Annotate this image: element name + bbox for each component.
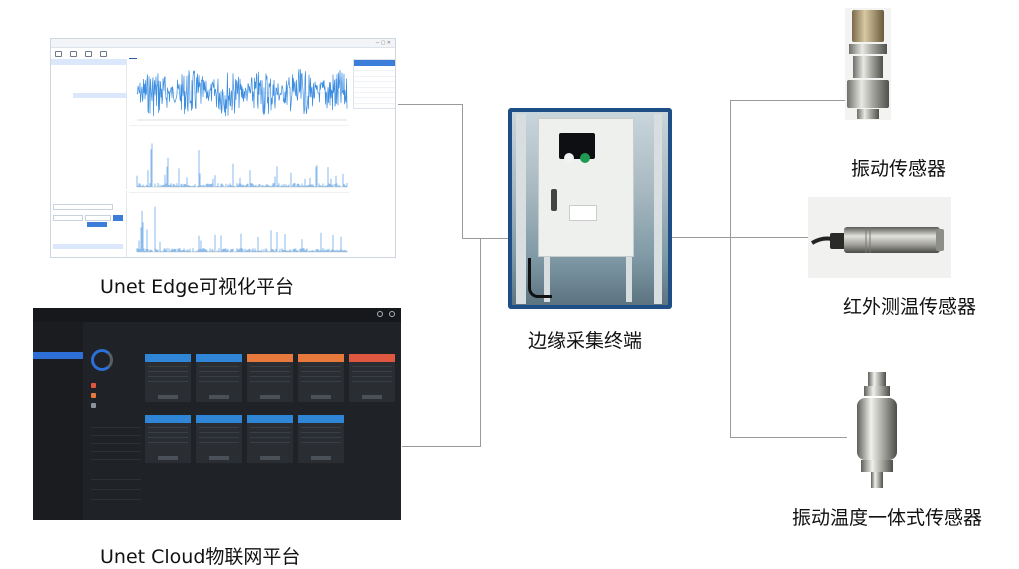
feature-table-header: [354, 60, 395, 66]
cloud-sidebar: [33, 322, 83, 520]
terminal-cable: [528, 258, 552, 298]
device-card: [145, 354, 191, 402]
edge-tab: [137, 51, 145, 59]
folder-icon: [55, 51, 62, 57]
cloud-list-row: [91, 475, 141, 480]
waveform-chart: [136, 68, 348, 121]
edge-platform-screenshot: ─ ▢ ✕: [50, 38, 396, 258]
vibration-sensor-icon: [847, 10, 889, 119]
edge-tab: [129, 51, 137, 59]
edge-titlebar: ─ ▢ ✕: [51, 39, 395, 48]
combo-sensor-photo: [847, 370, 907, 490]
device-card: [298, 354, 344, 402]
edge-query-button: [113, 215, 123, 221]
connector-left-to-terminal: [462, 238, 508, 239]
caption-cloud-platform: Unet Cloud物联网平台: [100, 546, 301, 568]
cloud-list-row: [91, 455, 141, 460]
edge-history-row: [53, 244, 123, 249]
user-icon: [377, 311, 383, 317]
power-lamp-icon: [564, 153, 574, 163]
envelope-chart: [136, 206, 348, 253]
feature-row: [354, 77, 395, 83]
edge-search-input: [53, 204, 113, 210]
feature-row: [354, 93, 395, 99]
refresh-icon: [70, 51, 77, 57]
cloud-list-row: [91, 485, 141, 490]
spectrum-chart: [136, 143, 348, 188]
device-card: [145, 415, 191, 463]
terminal-indicator-panel: [559, 133, 595, 163]
edge-tab-button: [87, 222, 107, 227]
spectrum-panel: [129, 127, 349, 193]
edge-tabs: [129, 51, 145, 59]
connector-cloud-vertical: [480, 238, 481, 446]
cloud-nav-item: [33, 378, 83, 385]
vibration-temperature-sensor-icon: [857, 372, 897, 488]
edge-date-start: [53, 215, 83, 221]
infrared-sensor-icon: [810, 227, 944, 253]
alarm-level-red: [91, 383, 96, 388]
edge-window-controls: ─ ▢ ✕: [375, 40, 391, 46]
feature-row: [354, 82, 395, 88]
export-icon: [100, 51, 107, 57]
vibration-sensor-photo: [845, 8, 891, 120]
tree-node: [73, 115, 127, 121]
caption-edge-platform: Unet Edge可视化平台: [100, 276, 294, 298]
cloud-list-row: [91, 447, 141, 452]
infrared-sensor-photo: [808, 197, 951, 278]
edge-device-tree: [51, 59, 127, 189]
device-card: [247, 354, 293, 402]
waveform-panel: [129, 60, 349, 126]
device-card: [196, 354, 242, 402]
edge-history-row: [53, 249, 123, 254]
cloud-status-gauge: [91, 349, 113, 371]
settings-icon: [85, 51, 92, 57]
caption-infrared-sensor: 红外测温传感器: [843, 296, 977, 318]
envelope-panel: [129, 194, 349, 257]
connector-edge: [398, 104, 462, 105]
cloud-list-row: [91, 423, 141, 428]
tree-item: [51, 59, 126, 65]
alarm-level-orange: [91, 393, 96, 398]
edge-feature-table: [353, 59, 395, 109]
cabinet-handle-icon: [551, 189, 557, 211]
edge-channel-tree: [73, 59, 127, 121]
edge-history-panel: [51, 191, 127, 257]
connector-sensor3: [730, 437, 847, 438]
power-icon: [389, 311, 395, 317]
feature-row: [354, 71, 395, 77]
cloud-list-row: [91, 431, 141, 436]
connector-sensor2: [730, 237, 808, 238]
edge-terminal-photo: [508, 108, 672, 309]
device-card: [196, 415, 242, 463]
cloud-list-row: [91, 495, 141, 500]
alarm-level-gray: [91, 403, 96, 408]
feature-row: [354, 88, 395, 93]
caption-terminal: 边缘采集终端: [528, 330, 643, 352]
edge-date-end: [85, 215, 111, 221]
connector-terminal-to-sensors: [672, 237, 730, 238]
cloud-list-row: [91, 439, 141, 444]
cloud-platform-screenshot: [33, 308, 401, 520]
feature-row: [354, 66, 395, 72]
device-card: [349, 354, 395, 402]
cloud-summary-panel: [87, 335, 144, 518]
status-lamp-icon: [580, 153, 590, 163]
tree-node: [73, 92, 127, 99]
connector-edge-vertical: [462, 104, 463, 238]
connector-cloud: [402, 446, 481, 447]
device-card: [298, 415, 344, 463]
feature-row: [354, 98, 395, 104]
cabinet-nameplate: [569, 205, 597, 221]
terminal-cabinet: [538, 118, 634, 257]
cloud-topbar: [33, 308, 401, 322]
caption-vibration-sensor: 振动传感器: [851, 158, 947, 180]
connector-sensor1: [730, 100, 845, 101]
connector-sensor-trunk: [730, 100, 731, 437]
cloud-nav-item-active: [33, 352, 83, 359]
edge-toolbar: [51, 49, 127, 59]
device-card: [247, 415, 293, 463]
caption-combo-sensor: 振动温度一体式传感器: [792, 507, 983, 529]
